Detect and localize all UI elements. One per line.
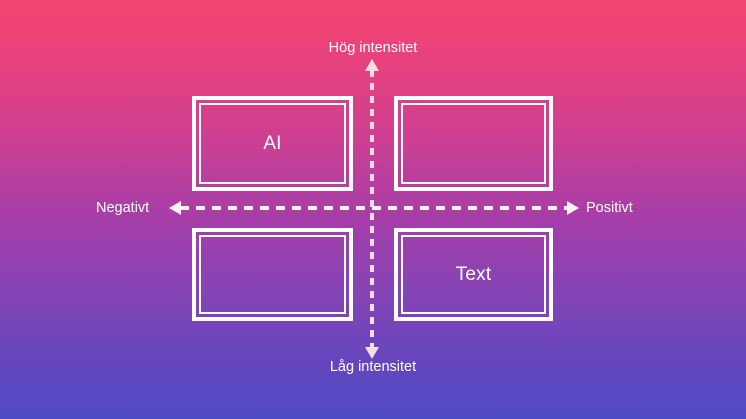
axis-arrow-left-icon [169, 201, 181, 215]
axis-arrow-up-icon [365, 59, 379, 71]
quadrant-box-top-right[interactable] [394, 96, 553, 191]
horizontal-axis-line [180, 206, 568, 210]
axis-label-left: Negativt [96, 200, 150, 216]
quadrant-box-bottom-left[interactable] [192, 228, 353, 321]
axis-arrow-right-icon [567, 201, 579, 215]
quadrant-label-top-left: AI [263, 133, 282, 154]
axis-arrow-down-icon [365, 347, 379, 359]
axis-label-top: Hög intensitet [328, 40, 418, 56]
axis-label-bottom: Låg intensitet [329, 359, 417, 375]
quadrant-label-bottom-right: Text [455, 264, 492, 285]
quadrant-box-top-left[interactable]: AI [192, 96, 353, 191]
axis-label-right: Positivt [586, 200, 633, 216]
quadrant-box-bottom-right[interactable]: Text [394, 228, 553, 321]
